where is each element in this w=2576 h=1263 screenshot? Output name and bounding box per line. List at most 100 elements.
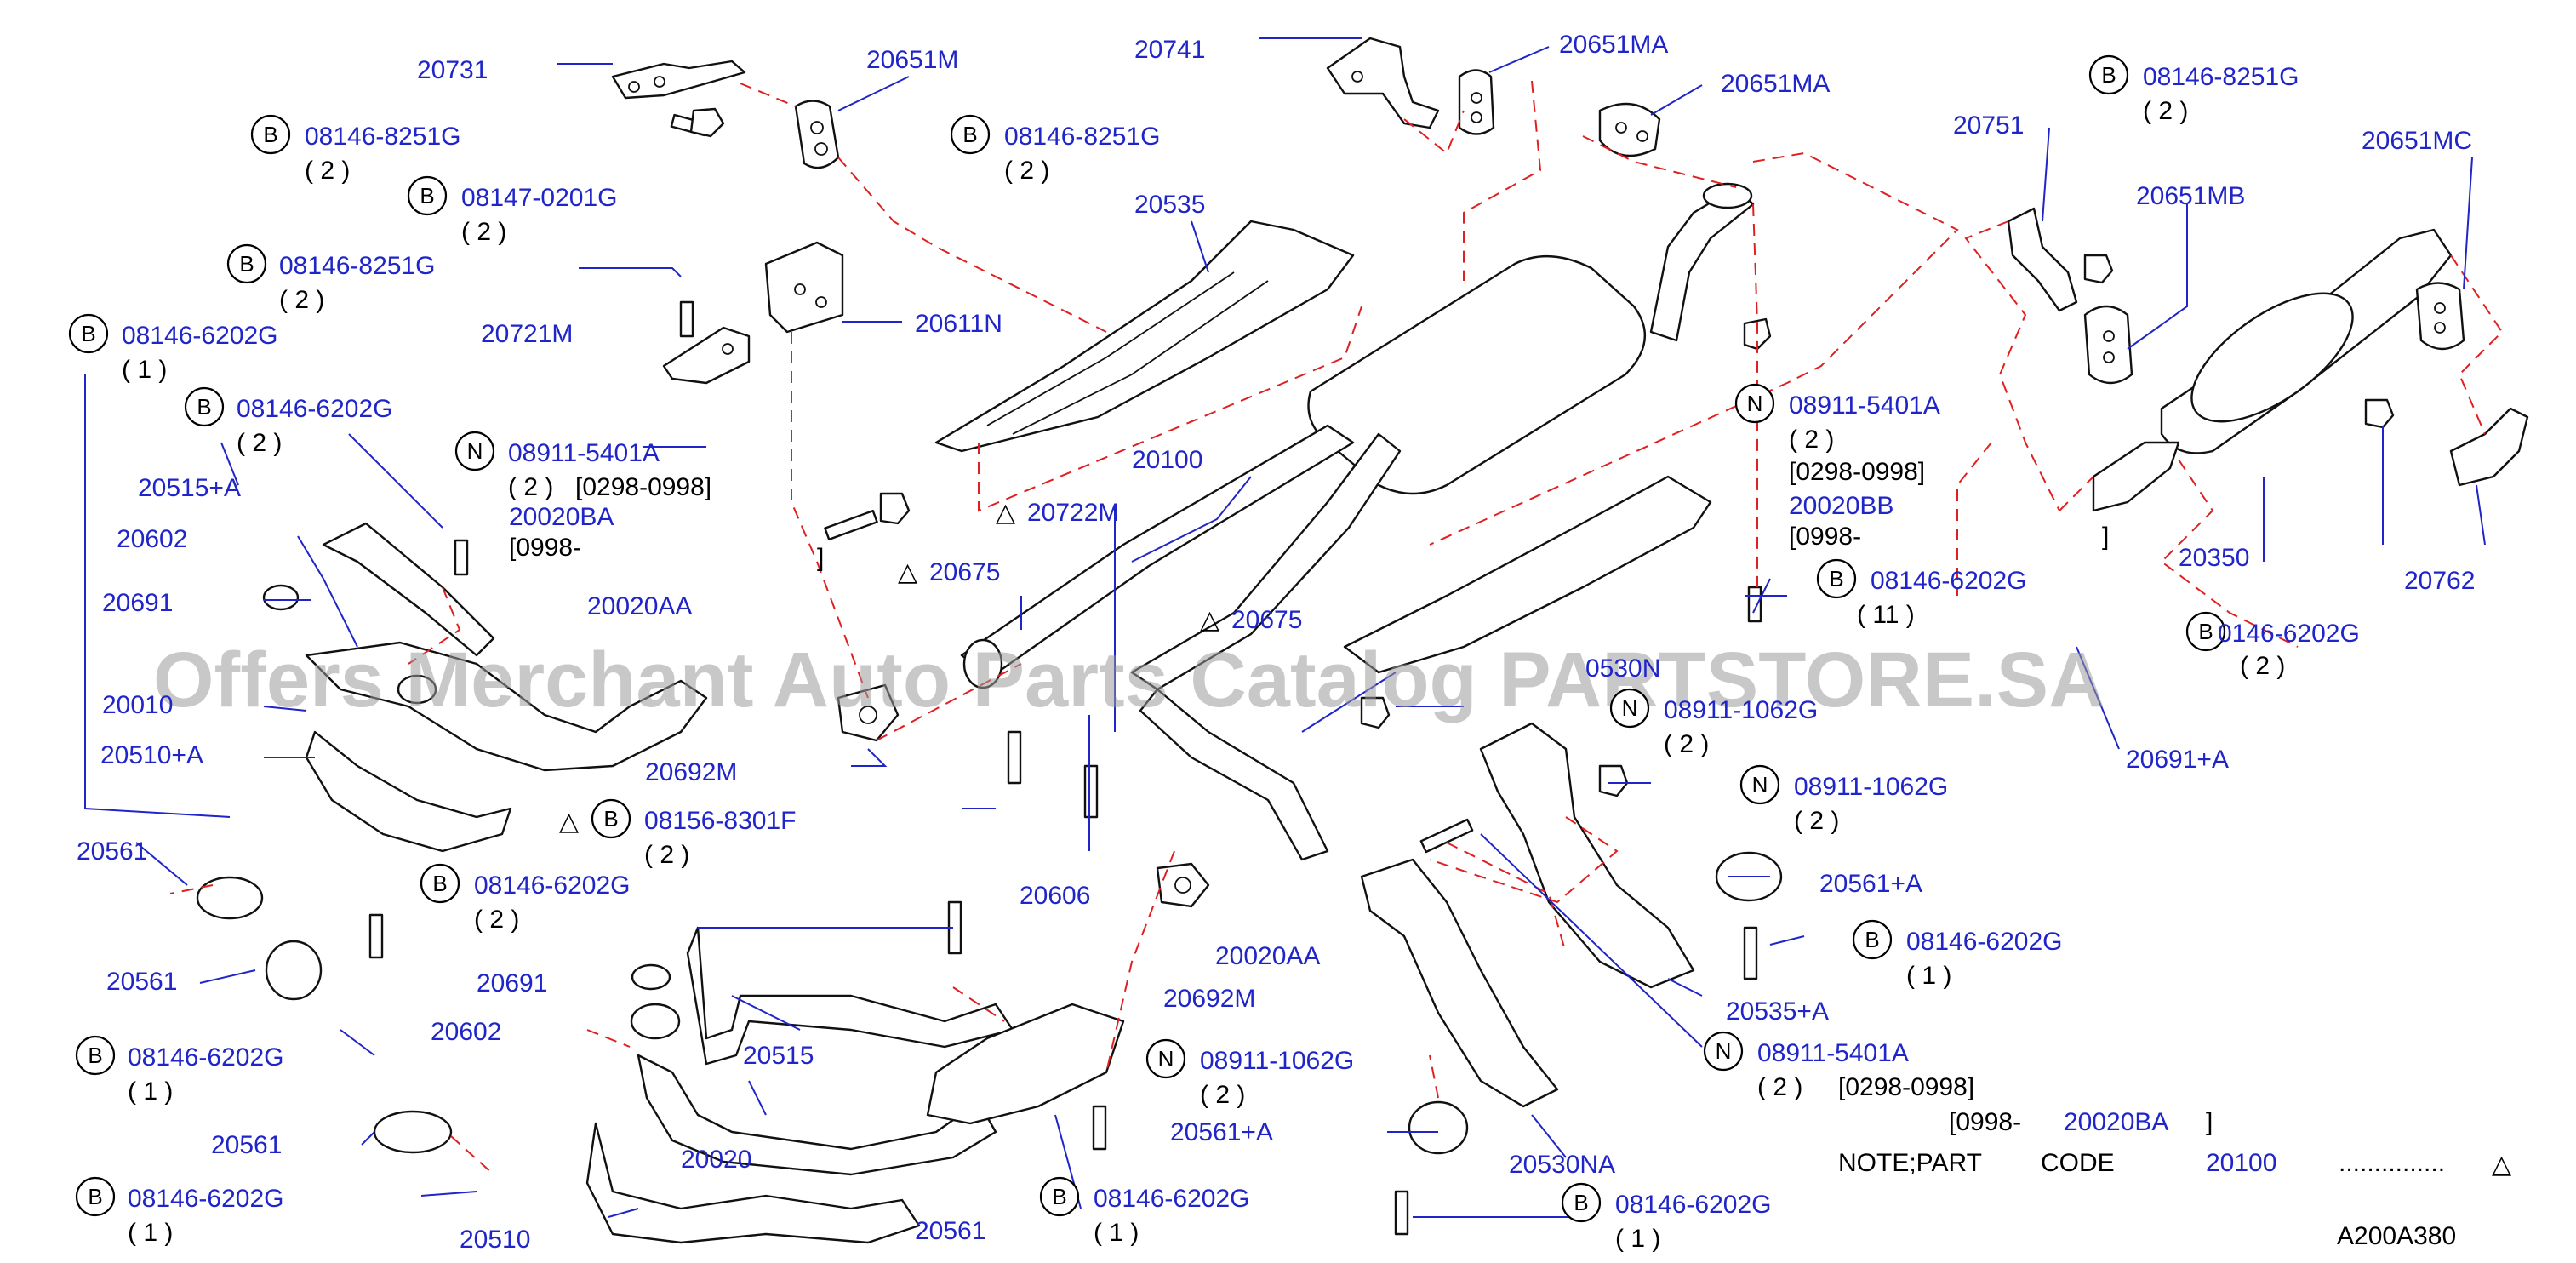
svg-text:( 1 ): ( 1 ): [1094, 1219, 1139, 1247]
bolt-callout-b3: B 08146-8251G ( 2 ): [226, 243, 436, 314]
svg-text:B: B: [1865, 927, 1879, 952]
svg-text:( 11 ): ( 11 ): [1857, 601, 1915, 629]
bolt-callout-b9: B 08146-6202G ( 2 ): [420, 863, 631, 934]
note-part: 20100: [2206, 1149, 2276, 1177]
bolt-callout-b2: B 08147-0201G ( 2 ): [407, 175, 618, 246]
svg-text:B: B: [2198, 619, 2213, 644]
svg-text:08911-1062G: 08911-1062G: [1664, 696, 1818, 724]
svg-text:( 2 ): ( 2 ): [461, 218, 506, 246]
label-20020AA-1: 20020AA: [587, 592, 692, 620]
svg-text:N: N: [1747, 391, 1763, 416]
mount-bracket-20721M: [662, 326, 751, 385]
label-20651MB: 20651MB: [2136, 182, 2245, 210]
svg-text:B: B: [88, 1043, 102, 1068]
svg-text:( 2 ): ( 2 ): [1789, 426, 1834, 454]
svg-text:( 2 ): ( 2 ): [2143, 97, 2188, 125]
svg-text:( 2 ): ( 2 ): [1004, 157, 1049, 185]
nut-callout-n2: N 08911-5401A ( 2 ) [0298-0998]: [1734, 383, 1940, 486]
label-20561A-lower: 20561+A: [1170, 1118, 1273, 1146]
svg-text:B: B: [962, 122, 977, 147]
bolt-callout-b11: B 08146-6202G ( 1 ): [75, 1176, 284, 1247]
catalytic-converter-20515: [686, 926, 1125, 1125]
svg-text:( 2 ): ( 2 ): [1794, 807, 1839, 835]
heat-shield-20535A: [1479, 722, 1695, 989]
svg-text:08146-6202G: 08146-6202G: [128, 1185, 284, 1213]
label-20611N: 20611N: [915, 310, 1002, 338]
svg-text:08146-6202G: 08146-6202G: [128, 1043, 284, 1072]
svg-text:08911-1062G: 08911-1062G: [1794, 773, 1948, 801]
label-20535: 20535: [1134, 191, 1205, 219]
svg-text:N: N: [467, 438, 483, 464]
svg-text:0146-6202G: 0146-6202G: [2218, 620, 2360, 648]
label-20692M-2: 20692M: [1163, 985, 1255, 1013]
svg-text:B: B: [197, 394, 211, 420]
hanger-bracket-20762: [2449, 407, 2529, 487]
tri-mark-20675a: △: [898, 558, 917, 586]
label-20010: 20010: [102, 691, 173, 719]
svg-text:N: N: [1716, 1038, 1732, 1064]
nut-callout-n4: N 08911-1062G ( 2 ): [1739, 764, 1948, 835]
svg-text:08146-6202G: 08146-6202G: [1615, 1191, 1772, 1219]
bolt-callout-b6: B 08146-8251G ( 2 ): [950, 114, 1161, 185]
svg-text:08911-1062G: 08911-1062G: [1200, 1047, 1354, 1075]
leader-lines: [84, 37, 2486, 1218]
label-20762: 20762: [2404, 567, 2475, 595]
svg-text:( 1 ): ( 1 ): [128, 1219, 173, 1247]
label-20020BB: 20020BB: [1789, 492, 1893, 520]
nut-callout-n6: N 08911-5401A ( 2 ) [0298-0998]: [1703, 1031, 1974, 1101]
label-20510: 20510: [460, 1226, 530, 1254]
bolt-callout-b8: B 08146-6202G ( 11 ): [1816, 558, 2027, 629]
range-close-c: ]: [2206, 1108, 2213, 1136]
label-20721M: 20721M: [481, 320, 573, 348]
note-block: NOTE;PART CODE 20100 ............... △: [1838, 1149, 2511, 1179]
label-20515A: 20515+A: [138, 474, 241, 502]
svg-text:08146-8251G: 08146-8251G: [1004, 123, 1161, 151]
svg-text:08911-5401A: 08911-5401A: [1757, 1039, 1909, 1067]
svg-text:( 1 ): ( 1 ): [1906, 962, 1951, 990]
label-20741: 20741: [1134, 36, 1205, 64]
gasket-20692M-upper: [837, 683, 900, 742]
svg-text:[0298-0998]: [0298-0998]: [575, 473, 711, 501]
range-0998-c: [0998-: [1949, 1108, 2021, 1136]
svg-text:( 1 ): ( 1 ): [122, 356, 167, 384]
assembly-dash-lines: [169, 80, 2504, 1175]
label-20602-lower: 20602: [431, 1018, 501, 1046]
bolt-callout-b5: B 08146-6202G ( 2 ): [184, 386, 393, 457]
svg-text:08911-5401A: 08911-5401A: [508, 439, 660, 467]
label-20606: 20606: [1020, 882, 1090, 910]
svg-text:N: N: [1752, 772, 1768, 797]
label-20561-b: 20561: [106, 968, 177, 996]
label-20561-a: 20561: [77, 837, 147, 866]
bolt-callout-b4: B 08146-6202G ( 1 ): [68, 313, 278, 384]
heat-shield-20535: [934, 220, 1355, 453]
svg-text:08146-6202G: 08146-6202G: [1094, 1185, 1250, 1213]
rubber-insulator-20651MA-1: [1458, 69, 1495, 135]
clamp-20561-1: [196, 876, 264, 920]
label-20751: 20751: [1953, 111, 2024, 140]
drawing-code: A200A380: [2337, 1222, 2456, 1250]
label-20020AA-2: 20020AA: [1215, 942, 1320, 970]
range-close-a: ]: [817, 544, 824, 572]
svg-text:B: B: [2101, 62, 2116, 88]
svg-text:N: N: [1622, 695, 1638, 721]
label-20020BA-2: 20020BA: [2064, 1108, 2168, 1136]
heat-shield-20530NA: [1360, 858, 1559, 1108]
bolt-callout-b13: B 08146-6202G ( 1 ): [1561, 1182, 1772, 1253]
svg-text:08146-6202G: 08146-6202G: [237, 395, 393, 423]
label-20350: 20350: [2179, 544, 2249, 572]
catalytic-converter-20010: [305, 522, 708, 772]
label-20691A: 20691+A: [2126, 746, 2229, 774]
svg-text:B: B: [432, 871, 447, 896]
part-illustrations: [196, 37, 2529, 1244]
label-20691-lower: 20691: [477, 969, 547, 997]
rubber-insulator-20651M: [794, 100, 840, 169]
label-20651MA-1: 20651MA: [1559, 31, 1668, 59]
range-0998-a: [0998-: [509, 534, 581, 562]
rubber-insulator-20651MA-2: [1598, 102, 1661, 157]
svg-text:( 2 ): ( 2 ): [237, 429, 282, 457]
gasket-20691: [262, 584, 300, 611]
svg-text:B: B: [420, 183, 434, 209]
heat-cover-20510: [585, 1122, 921, 1244]
svg-text:( 2 ): ( 2 ): [1664, 730, 1709, 758]
heat-shield-20530N: [1343, 475, 1712, 674]
